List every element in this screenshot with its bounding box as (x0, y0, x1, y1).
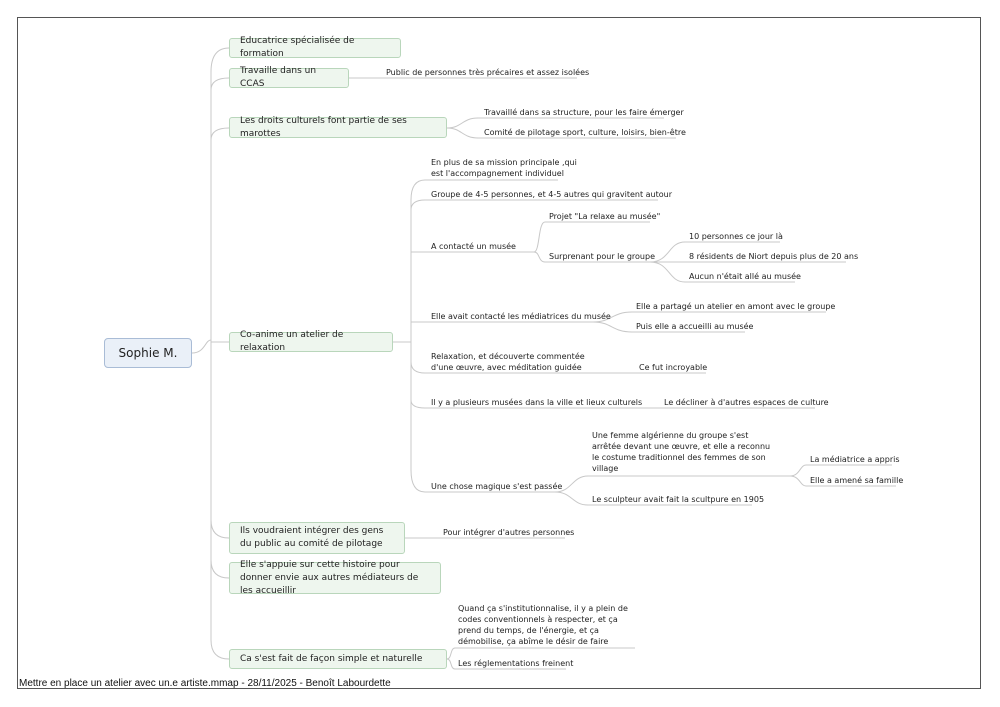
mediatrices-partage-label[interactable]: Elle a partagé un atelier en amont avec … (636, 302, 836, 311)
branch-atelier-relaxation[interactable]: Co-anime un atelier de relaxation (229, 330, 393, 353)
branch-ccas[interactable]: Travaille dans un CCAS (229, 66, 349, 89)
simple-institution-label[interactable]: Quand ça s'institutionnalise, il y a ple… (458, 604, 628, 646)
mediatrices-accueilli-label[interactable]: Puis elle a accueilli au musée (636, 322, 754, 331)
musee-projet-label[interactable]: Projet "La relaxe au musée" (549, 212, 661, 221)
branch-histoire[interactable]: Elle s'appuie sur cette histoire pour do… (229, 560, 441, 596)
comite-integrer-label[interactable]: Pour intégrer d'autres personnes (443, 528, 575, 537)
atelier-relaxation-label[interactable]: Relaxation, et découverte commentée d'un… (431, 352, 585, 372)
atelier-magique-label[interactable]: Une chose magique s'est passée (431, 482, 563, 491)
droits-structure-label[interactable]: Travaillé dans sa structure, pour les fa… (484, 108, 684, 117)
droits-comite-label[interactable]: Comité de pilotage sport, culture, loisi… (484, 128, 686, 137)
femme-famille-label[interactable]: Elle a amené sa famille (810, 476, 904, 485)
magique-femme-label[interactable]: Une femme algérienne du groupe s'est arr… (592, 431, 771, 473)
ccas-public-label[interactable]: Public de personnes très précaires et as… (386, 68, 590, 77)
surprenant-aucun-label[interactable]: Aucun n'était allé au musée (689, 272, 801, 281)
branch-droits-culturels[interactable]: Les droits culturels font partie de ses … (229, 116, 447, 139)
femme-mediatrice-label[interactable]: La médiatrice a appris (810, 455, 900, 464)
branch-simple-naturelle[interactable]: Ca s'est fait de façon simple et naturel… (229, 649, 447, 669)
branch-educatrice[interactable]: Educatrice spécialisée de formation (229, 36, 401, 59)
atelier-musees-ville-label[interactable]: Il y a plusieurs musées dans la ville et… (431, 398, 643, 407)
page-frame (17, 17, 981, 689)
surprenant-dix-label[interactable]: 10 personnes ce jour là (689, 232, 783, 241)
simple-reglementations-label[interactable]: Les réglementations freinent (458, 659, 574, 668)
atelier-mission-label[interactable]: En plus de sa mission principale ,qui es… (431, 158, 577, 178)
branch-comite-pilotage[interactable]: Ils voudraient intégrer des gens du publ… (229, 522, 405, 554)
magique-sculpteur-label[interactable]: Le sculpteur avait fait la scultpure en … (592, 495, 765, 504)
musees-decliner-label[interactable]: Le décliner à d'autres espaces de cultur… (664, 398, 829, 407)
atelier-groupe-label[interactable]: Groupe de 4-5 personnes, et 4-5 autres q… (431, 190, 673, 199)
footer-filename: Mettre en place un atelier avec un.e art… (19, 678, 391, 689)
relaxation-incroyable-label[interactable]: Ce fut incroyable (639, 363, 708, 372)
musee-surprenant-label[interactable]: Surprenant pour le groupe (549, 252, 655, 261)
atelier-musee-label[interactable]: A contacté un musée (431, 242, 516, 251)
surprenant-niort-label[interactable]: 8 résidents de Niort depuis plus de 20 a… (689, 252, 859, 261)
root-node[interactable]: Sophie M. (104, 338, 192, 368)
atelier-mediatrices-label[interactable]: Elle avait contacté les médiatrices du m… (431, 312, 611, 321)
